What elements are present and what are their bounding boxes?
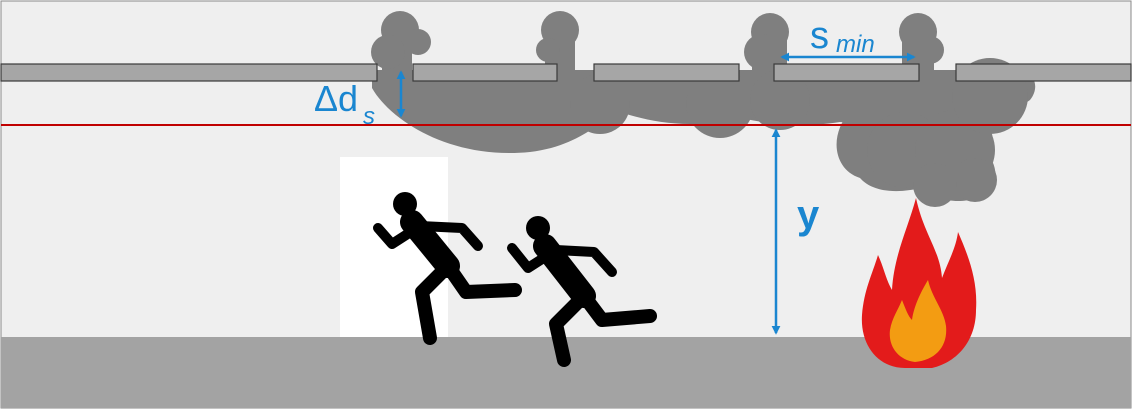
ceiling-panel xyxy=(594,64,739,81)
ceiling-panel xyxy=(413,64,557,81)
ceiling-panel xyxy=(774,64,919,81)
y-label: y xyxy=(797,193,820,237)
smin-subscript: min xyxy=(836,31,875,58)
smin-label: s xyxy=(810,15,829,57)
dds-label: Δd xyxy=(314,78,358,119)
ceiling-panel xyxy=(956,64,1131,81)
dds-subscript: s xyxy=(363,103,375,130)
